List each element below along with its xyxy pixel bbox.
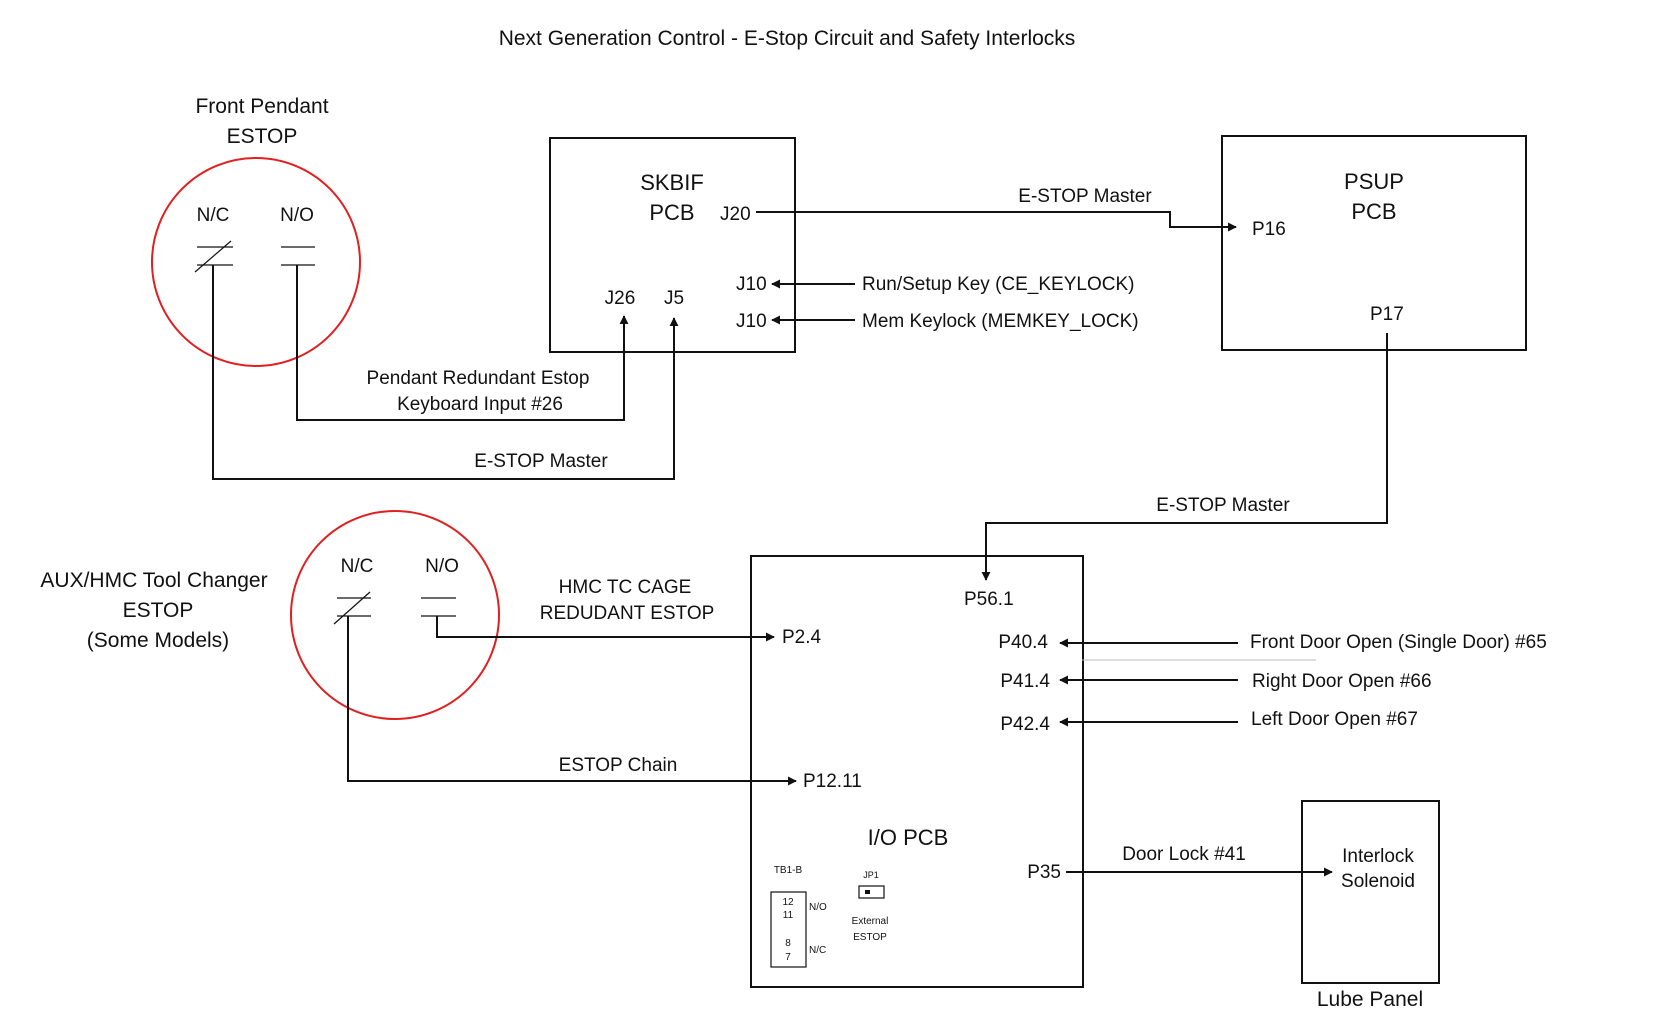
label-estop-master-pendant: E-STOP Master (474, 451, 608, 472)
io-tb1b-block (770, 891, 807, 968)
label-hmc-cage-2: REDUDANT ESTOP (540, 603, 715, 624)
psup-pcb-label: PCB (1351, 199, 1396, 224)
wire-pendant-redundant-estop (296, 265, 629, 421)
lube-panel-box (1301, 800, 1440, 984)
io-ext-estop-line1: External (852, 916, 889, 927)
wire-estop-master-j20-p16 (756, 211, 1237, 232)
io-tb1b-label: TB1-B (774, 865, 803, 876)
front-pendant-nc-contact-icon (194, 240, 233, 273)
io-pcb-box (750, 555, 1084, 988)
label-right-door: Right Door Open #66 (1252, 671, 1432, 692)
label-estop-master-top: E-STOP Master (1018, 186, 1152, 207)
label-door-lock: Door Lock #41 (1122, 844, 1246, 865)
io-tb-11: 11 (783, 910, 794, 921)
wire-estop-master-p17-p56 (981, 333, 1388, 581)
io-tb-8: 8 (785, 938, 791, 949)
wire-estop-chain (347, 616, 797, 786)
label-pendant-redundant-2: Keyboard Input #26 (397, 394, 563, 415)
skbif-j20: J20 (720, 204, 751, 225)
io-p42: P42.4 (1000, 714, 1050, 735)
io-jp1-pin (865, 890, 870, 894)
psup-name: PSUP (1344, 169, 1404, 194)
wire-hmc-tc-cage (436, 616, 775, 642)
io-p40: P40.4 (998, 632, 1048, 653)
front-pendant-no-label: N/O (280, 205, 314, 226)
io-tb-nc: N/C (809, 945, 826, 956)
front-pendant-nc-label: N/C (197, 205, 230, 226)
front-pendant-title: Front Pendant (195, 95, 328, 118)
skbif-name: SKBIF (640, 170, 704, 195)
psup-p16: P16 (1252, 219, 1286, 240)
io-pcb-name: I/O PCB (868, 825, 949, 850)
label-hmc-cage-1: HMC TC CAGE (559, 577, 692, 598)
lube-interlock: Interlock (1342, 846, 1414, 867)
label-run-setup-key: Run/Setup Key (CE_KEYLOCK) (862, 274, 1134, 295)
aux-no-contact-icon (421, 597, 456, 617)
aux-nc-contact-icon (333, 591, 371, 625)
front-pendant-no-contact-icon (281, 246, 315, 266)
skbif-j10-a: J10 (736, 274, 767, 295)
io-tb-no: N/O (809, 902, 827, 913)
aux-estop-subtitle: ESTOP (123, 599, 194, 622)
aux-nc-label: N/C (341, 556, 374, 577)
front-pendant-subtitle: ESTOP (227, 125, 298, 148)
psup-p17: P17 (1370, 304, 1404, 325)
label-left-door: Left Door Open #67 (1251, 709, 1418, 730)
io-p56: P56.1 (964, 589, 1014, 610)
label-mem-keylock: Mem Keylock (MEMKEY_LOCK) (862, 311, 1139, 332)
io-jp1-label: JP1 (863, 870, 879, 880)
diagram-title: Next Generation Control - E-Stop Circuit… (499, 27, 1076, 50)
label-estop-master-psup: E-STOP Master (1156, 495, 1290, 516)
front-pendant-estop-ring (151, 157, 361, 367)
io-p2: P2.4 (782, 627, 822, 648)
io-p12: P12.11 (803, 771, 862, 792)
label-estop-chain: ESTOP Chain (559, 755, 678, 776)
skbif-pcb-box (549, 137, 796, 353)
aux-no-label: N/O (425, 556, 459, 577)
label-pendant-redundant-1: Pendant Redundant Estop (367, 368, 590, 389)
skbif-j26: J26 (605, 288, 636, 309)
aux-estop-title: AUX/HMC Tool Changer (40, 569, 267, 592)
lube-solenoid: Solenoid (1341, 871, 1415, 892)
io-ext-estop-line2: ESTOP (853, 932, 887, 943)
io-jp1-jumper (858, 885, 885, 899)
io-p41: P41.4 (1000, 671, 1050, 692)
io-p35: P35 (1027, 862, 1061, 883)
skbif-j5: J5 (664, 288, 684, 309)
aux-estop-ring (290, 510, 500, 720)
skbif-j10-b: J10 (736, 311, 767, 332)
lube-panel-title: Lube Panel (1317, 988, 1423, 1011)
io-tb-7: 7 (785, 952, 791, 963)
io-tb-12: 12 (782, 897, 794, 908)
aux-estop-models: (Some Models) (87, 629, 229, 652)
wire-pendant-estop-master (212, 265, 679, 480)
skbif-pcb-label: PCB (649, 200, 694, 225)
psup-pcb-box (1221, 135, 1527, 351)
label-front-door: Front Door Open (Single Door) #65 (1250, 632, 1547, 653)
